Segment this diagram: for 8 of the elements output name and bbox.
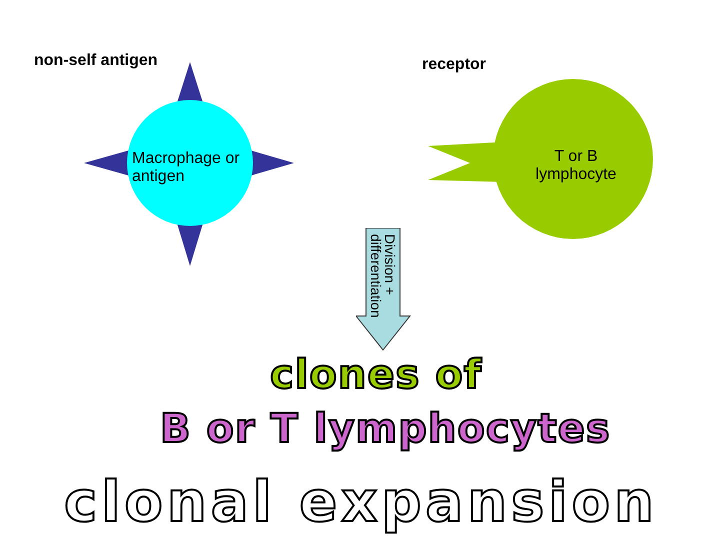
heading-text: B or T lymphocytes bbox=[160, 406, 611, 452]
caption-text: clonal expansion bbox=[64, 470, 658, 535]
label-text: non-self antigen bbox=[34, 52, 158, 70]
lymphocyte-drawing bbox=[428, 78, 656, 240]
cell-label: T or B lymphocyte bbox=[534, 148, 618, 184]
label-text: receptor bbox=[422, 56, 486, 74]
heading-text: clones of bbox=[270, 352, 482, 398]
cell-label: Macrophage or antigen bbox=[132, 150, 241, 186]
